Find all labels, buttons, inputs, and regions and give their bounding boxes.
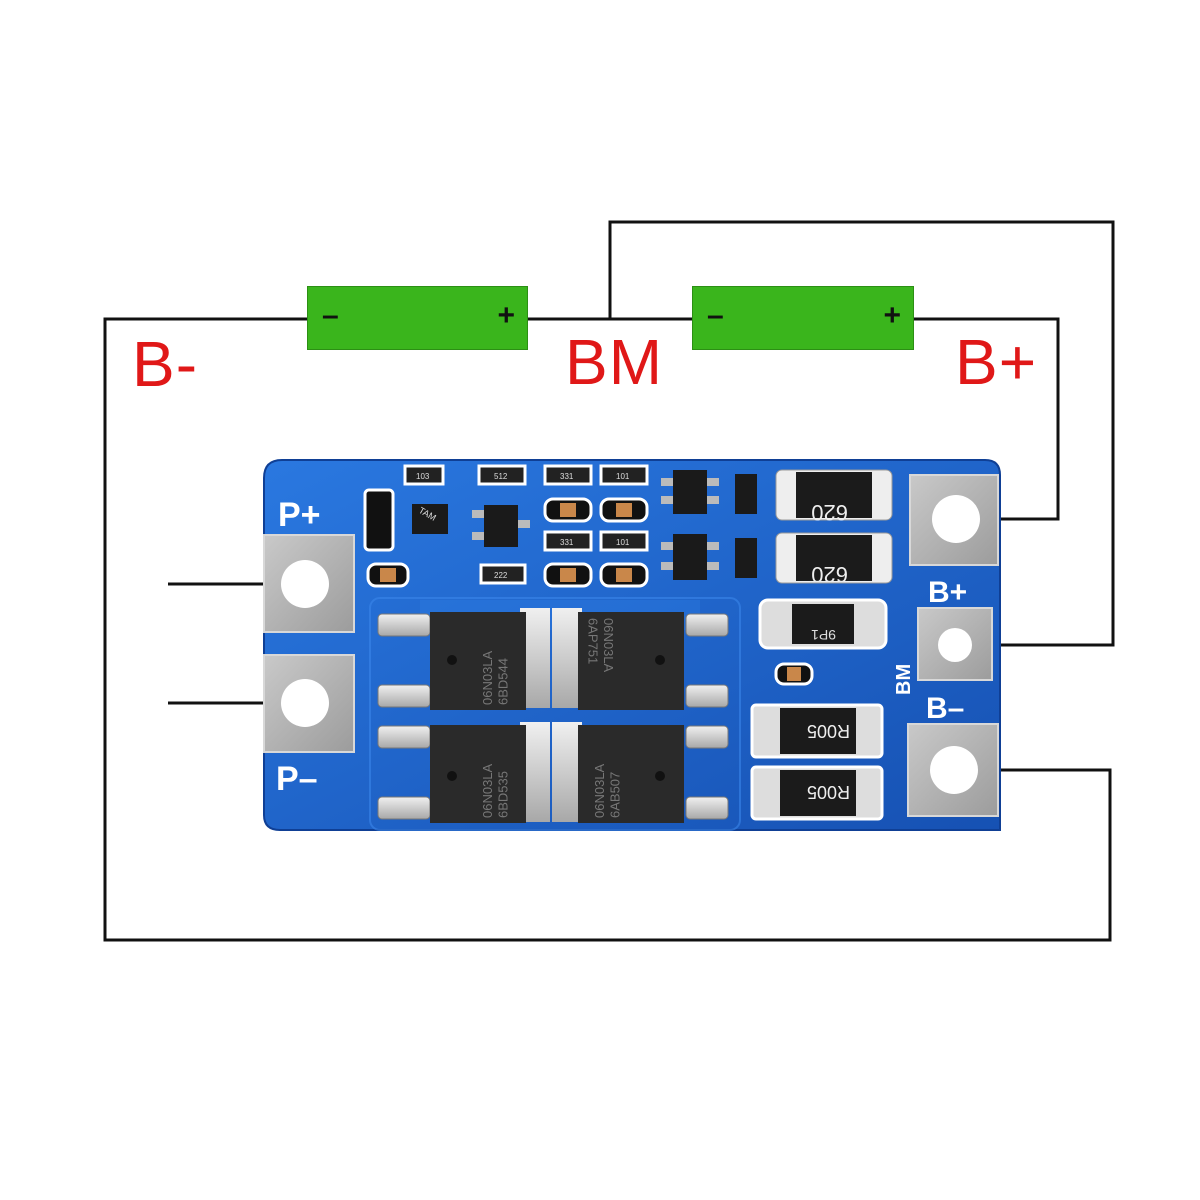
diode: 9P1 [758,598,888,650]
label-bm: BM [565,326,663,398]
resistor-g: 222 [494,571,508,580]
resistor-f: 101 [616,538,630,547]
resistor-a: 103 [416,472,430,481]
silk-bm: BM [893,664,915,695]
silk-b-minus: B– [926,692,964,725]
mosfet-3 [430,725,526,823]
mosfet-2-mark: 06N03LA6AP751 [585,618,616,673]
cap-bottom-mark: 620 [811,562,848,587]
mosfet-3-mark: 06N03LA6BD535 [480,763,511,818]
mosfet-1 [430,612,526,710]
shunt-bottom-mark: R005 [807,782,850,802]
mosfets: 06N03LA6BD544 06N03LA6AP751 06N03LA6BD53… [377,608,729,823]
cell-2-negative: – [707,299,724,332]
smd-capacitors [366,497,814,686]
mosfet-2 [578,612,684,710]
cell-2-positive: + [883,299,901,332]
resistor-e: 331 [560,538,574,547]
wires [103,220,1115,942]
silk-b-plus: B+ [928,576,967,609]
label-b-plus: B+ [955,326,1038,398]
resistor-d: 101 [616,472,630,481]
wire-b-minus [103,317,1112,942]
silk-p-minus: P– [276,760,318,798]
cap-top-mark: 620 [811,500,848,525]
battery-cell-2: – + [692,286,914,350]
large-caps: 620 620 [775,469,893,587]
battery-cell-1: – + [307,286,528,350]
resistor-c: 331 [560,472,574,481]
silk-p-plus: P+ [278,496,321,534]
diode-mark: 9P1 [811,627,836,643]
mosfet-4-mark: 06N03LA6AB507 [592,763,623,818]
smd-resistors: 103 512 331 101 331 101 222 [403,464,649,585]
sot-chips: TAM [412,470,757,580]
label-b-minus: B- [132,328,198,400]
cell-1-negative: – [322,299,339,332]
shunt-top-mark: R005 [807,721,850,741]
mosfet-1-mark: 06N03LA6BD544 [480,650,511,705]
wire-bm-tap [608,220,1115,647]
wire-b-plus [913,317,1060,521]
shunt-resistors: R005 R005 [750,703,884,821]
pcb-board: P+ P– B+ B– BM 103 512 331 101 331 101 2… [263,459,1001,831]
resistor-b: 512 [494,472,508,481]
mosfet-4 [578,725,684,823]
cell-1-positive: + [497,299,515,332]
